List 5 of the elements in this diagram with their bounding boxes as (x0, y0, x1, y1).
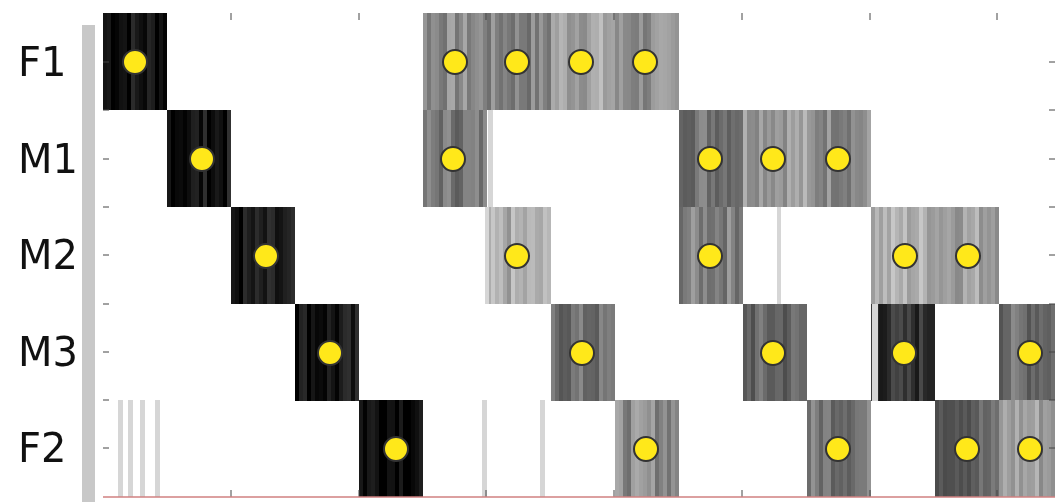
row-label: F1 (18, 40, 67, 84)
row-label: M2 (18, 233, 78, 277)
row-label: F2 (18, 426, 67, 470)
row-label: M3 (18, 330, 78, 374)
row-label: M1 (18, 137, 78, 181)
